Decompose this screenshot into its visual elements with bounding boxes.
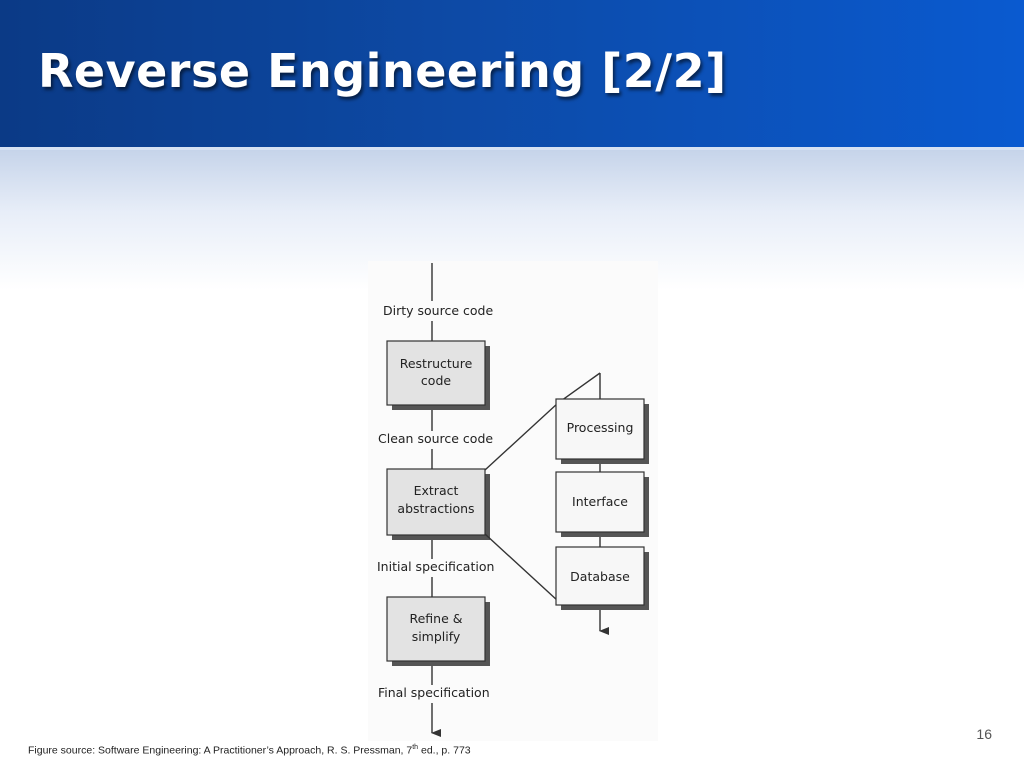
extract-abstractions-box: Extract abstractions [386,468,490,540]
slide-title: Reverse Engineering [2/2] [38,44,727,98]
reverse-engineering-figure: Dirty source code Restructure code Clean… [368,261,658,741]
caption-suffix: ed., p. 773 [418,744,471,757]
page-number: 16 [976,726,992,742]
dirty-source-label: Dirty source code [383,303,493,318]
database-label: Database [570,569,630,584]
extract-line-1: Extract [414,483,459,498]
processing-label: Processing [567,420,634,435]
clean-source-label: Clean source code [378,431,493,446]
initial-spec-label: Initial specification [377,559,494,574]
figure-caption: Figure source: Software Engineering: A P… [28,744,471,757]
database-box: Database [555,546,649,610]
slide-header: Reverse Engineering [2/2] [0,0,1024,150]
interface-label: Interface [572,494,628,509]
process-diagram: Dirty source code Restructure code Clean… [377,263,649,737]
caption-superscript: th [412,744,419,751]
restructure-line-1: Restructure [400,356,473,371]
connector-lower [484,533,559,602]
refine-line-1: Refine & [409,611,462,626]
caption-text: Figure source: Software Engineering: A P… [28,744,413,757]
restructure-code-box: Restructure code [386,340,490,410]
interface-box: Interface [555,471,649,537]
restructure-line-2: code [421,373,451,388]
refine-simplify-box: Refine & simplify [386,596,490,666]
refine-line-2: simplify [412,629,461,644]
processing-box: Processing [555,398,649,464]
final-spec-label: Final specification [378,685,490,700]
extract-line-2: abstractions [397,501,474,516]
